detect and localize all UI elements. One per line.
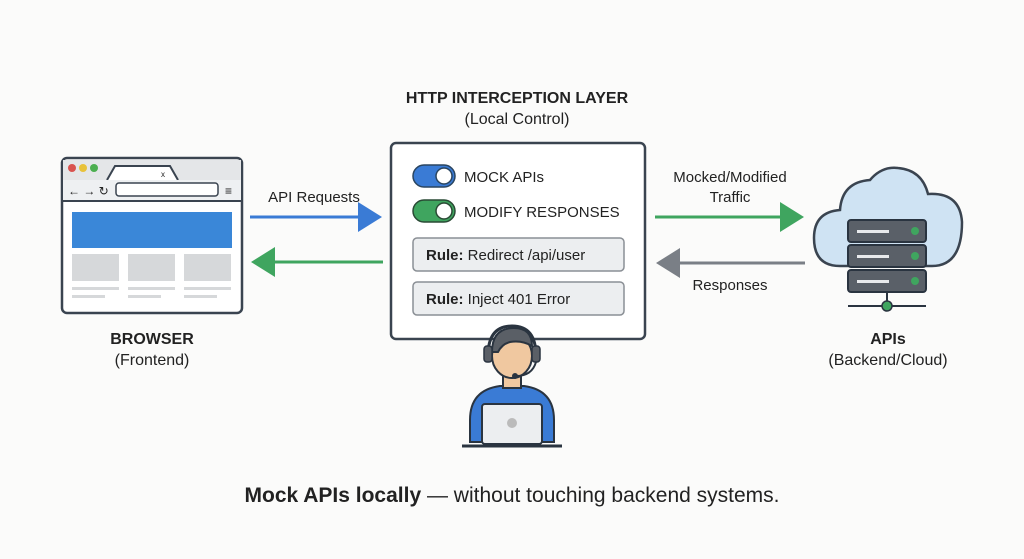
layer-subtitle: (Local Control)	[465, 111, 570, 128]
apis-subtitle: (Backend/Cloud)	[828, 352, 947, 369]
cloud-server-icon	[812, 166, 964, 312]
caption-bold: Mock APIs locally	[245, 484, 422, 507]
rule-text: Inject 401 Error	[464, 291, 571, 308]
apis-title: APIs	[870, 331, 906, 348]
svg-text:≡: ≡	[225, 184, 232, 198]
mock-apis-label: MOCK APIs	[464, 169, 544, 186]
svg-text:← → ↻: ← → ↻	[68, 184, 109, 198]
svg-text:Rule: Redirect /api/user: Rule: Redirect /api/user	[426, 247, 585, 264]
rule-prefix: Rule:	[426, 291, 464, 308]
rule-prefix: Rule:	[426, 247, 464, 264]
rule-redirect[interactable]	[412, 237, 625, 272]
mocked-traffic-label-line1: Mocked/Modified	[673, 169, 786, 186]
developer-headset-icon	[462, 324, 562, 448]
caption: Mock APIs locally — without touching bac…	[245, 484, 780, 507]
rule-text: Redirect /api/user	[464, 247, 586, 264]
browser-window-icon: x ← → ↻ ≡	[60, 156, 244, 315]
mocked-traffic-label-line2: Traffic	[710, 189, 751, 206]
browser-subtitle: (Frontend)	[115, 352, 190, 369]
svg-text:Rule: Inject 401 Error: Rule: Inject 401 Error	[426, 291, 570, 308]
api-requests-label: API Requests	[268, 189, 360, 206]
browser-title: BROWSER	[110, 331, 194, 348]
modify-responses-toggle[interactable]	[412, 199, 456, 223]
caption-rest: — without touching backend systems.	[421, 484, 779, 507]
mock-apis-toggle[interactable]	[412, 164, 456, 188]
tab-close-icon: x	[161, 170, 165, 179]
rule-inject-error[interactable]	[412, 281, 625, 316]
responses-label: Responses	[692, 277, 767, 294]
modify-responses-label: MODIFY RESPONSES	[464, 204, 620, 221]
layer-title: HTTP INTERCEPTION LAYER	[406, 90, 629, 107]
